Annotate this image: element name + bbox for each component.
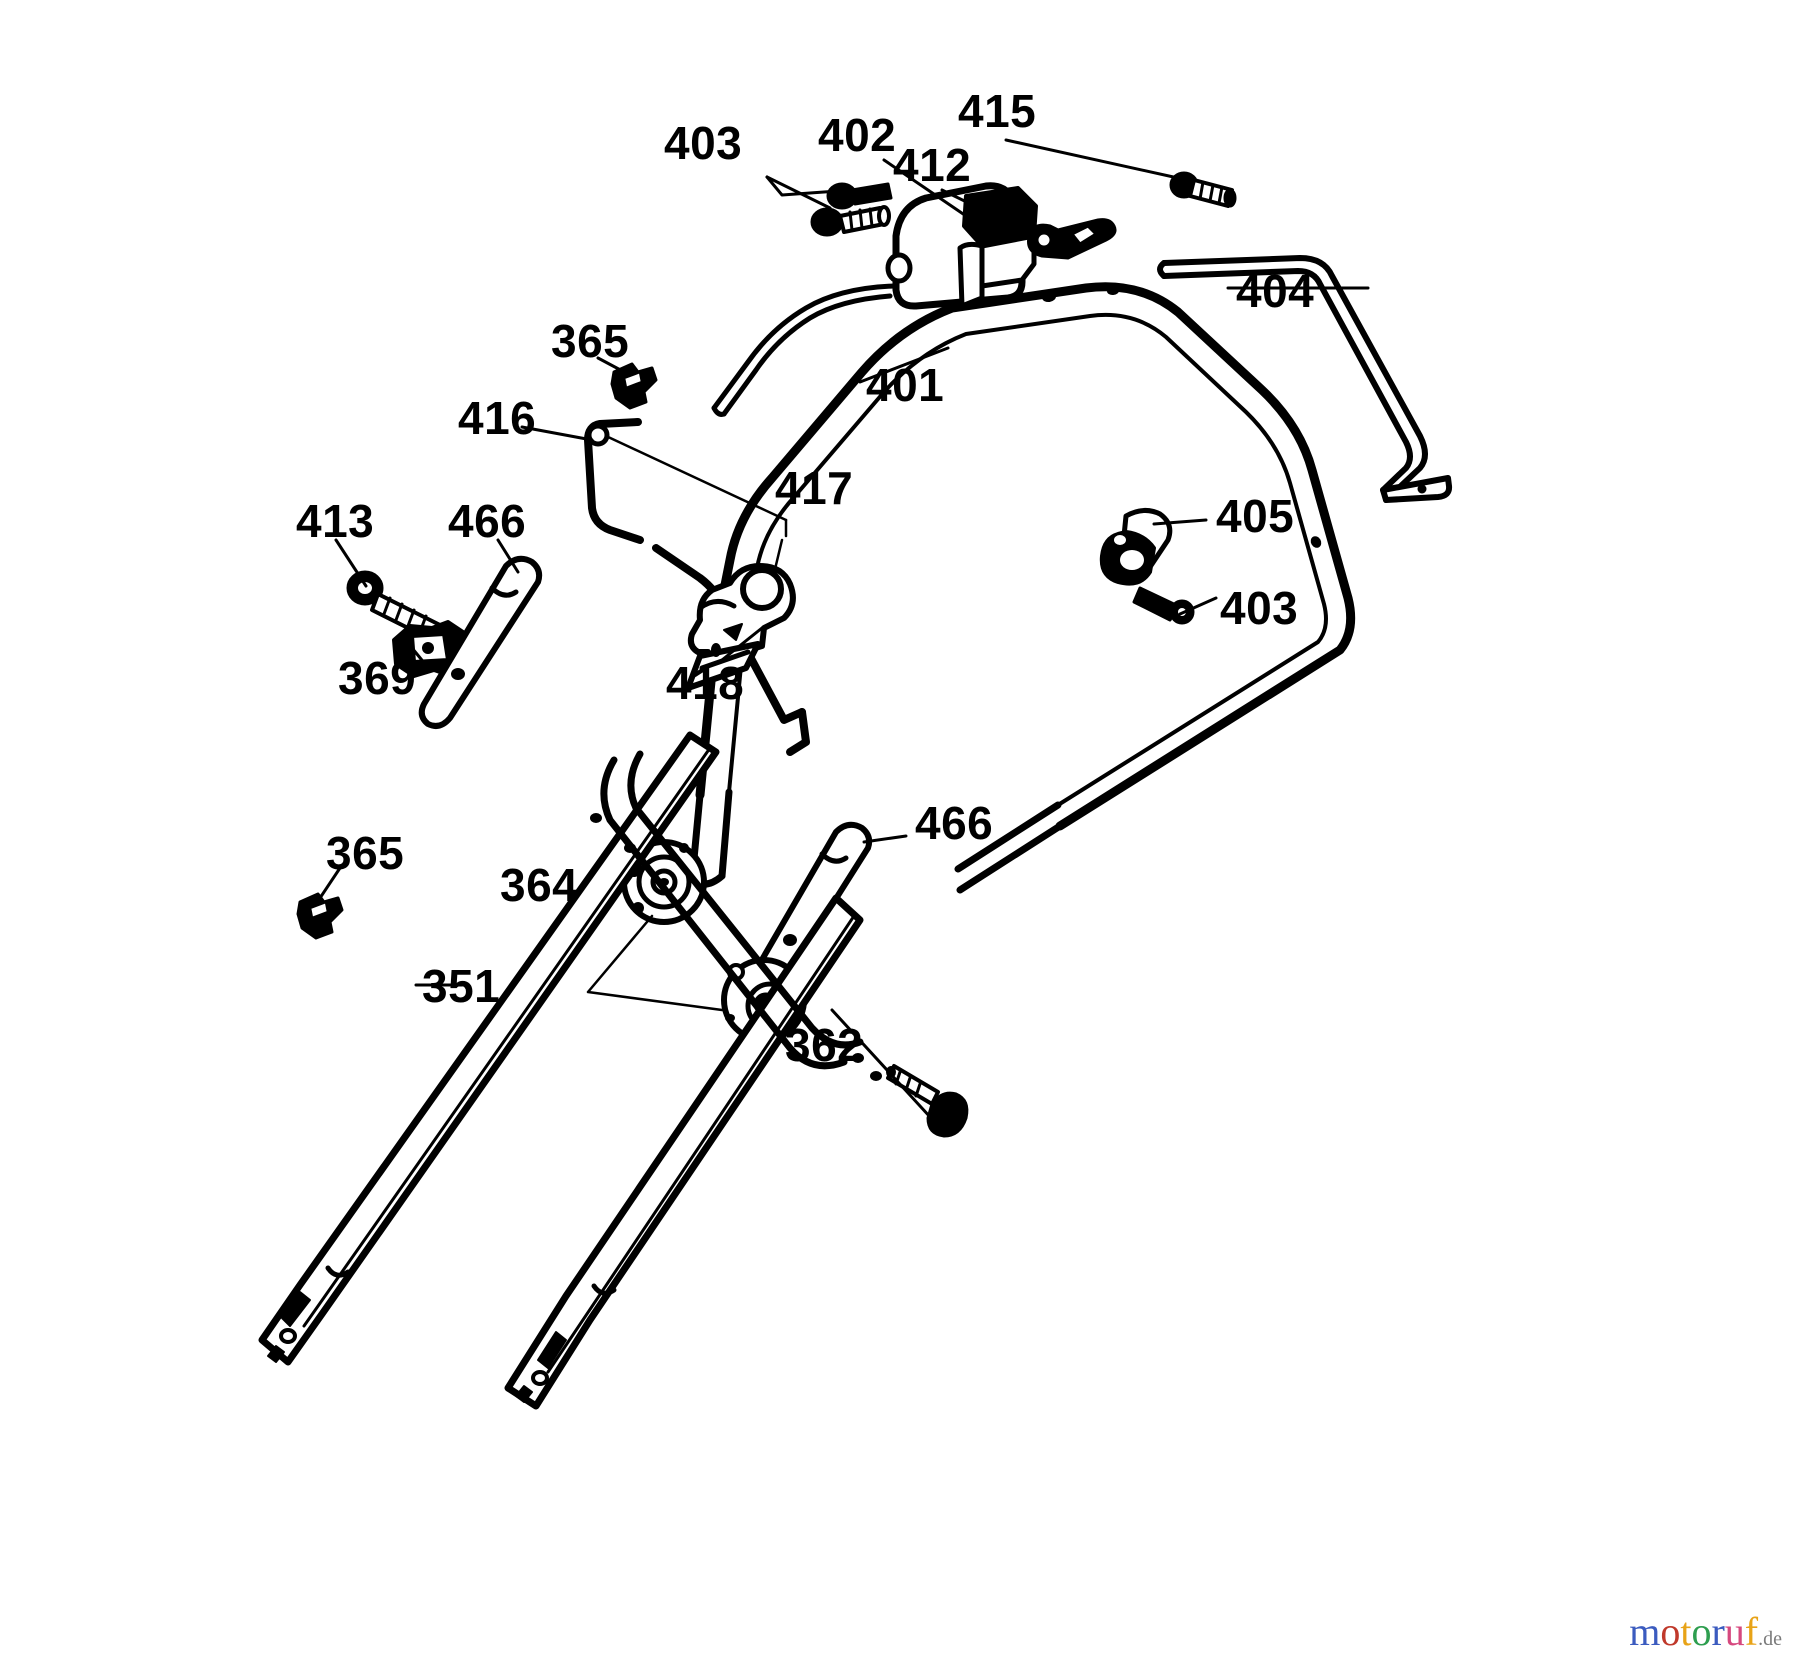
leader-401 [858,346,950,384]
watermark-letter: o [1691,1609,1712,1654]
watermark-letter: t [1680,1609,1692,1654]
callout-413: 413 [296,495,375,547]
watermark-letter: f [1744,1609,1759,1654]
part-401-inner-edge [727,312,1328,807]
cable-routing-curve [600,750,864,1070]
part-401-upper-handle-frame [695,282,1356,831]
part-405-end-cap [1099,508,1173,586]
leader-415 [1004,138,1180,180]
callout-362: 362 [785,1019,864,1071]
part-365-clip-left [296,892,344,940]
watermark-letter: m [1629,1609,1661,1654]
leader-lines [318,138,1370,1132]
callout-416: 416 [458,392,537,444]
leader-412 [940,188,1030,234]
callout-365-top: 365 [551,315,630,367]
callout-402: 402 [818,109,897,161]
part-416-hole [586,423,610,447]
callout-351: 351 [422,960,501,1012]
part-404-end-hole [1417,484,1427,494]
callout-417: 417 [775,462,854,514]
callout-466-left: 466 [448,495,527,547]
callout-403-right: 403 [1220,582,1299,634]
watermark-suffix: .de [1758,1628,1782,1650]
callout-412: 412 [893,139,972,191]
part-402-cable [711,283,897,417]
frame-sleeve-ring [697,599,737,657]
leader-403-right [1178,596,1218,616]
watermark-letter: o [1660,1609,1681,1654]
leader-405 [1152,518,1208,526]
part-412-lever-link [1027,218,1117,260]
leader-466-right [862,834,908,844]
watermark-letter: u [1724,1609,1745,1654]
callout-404: 404 [1236,265,1315,317]
callout-364: 364 [500,859,579,911]
callout-369: 369 [338,652,417,704]
leader-365-left [318,866,342,900]
callout-415: 415 [958,85,1037,137]
watermark-letter: r [1711,1609,1725,1654]
leader-413 [334,538,368,588]
part-401-sleeve-right [954,801,1064,894]
leader-362 [830,1008,944,1132]
part-404-bent-rod [1157,255,1453,503]
leader-466-left [496,538,520,574]
part-401-rivet-holes [1042,286,1322,548]
part-418-cable-guide-clamp [685,563,796,691]
leader-402 [882,158,974,222]
part-403-screw-a [810,205,891,237]
callout-418: 418 [666,657,745,709]
leader-369 [410,646,432,672]
callout-466-right: 466 [915,797,994,849]
leader-418 [720,626,764,662]
callout-365-left: 365 [326,827,405,879]
leader-364 [586,914,724,1012]
part-351-lower-bar-left [258,731,720,1366]
part-402-switch-box [885,182,1038,310]
leader-403-top [765,175,854,210]
motoruf-watermark: motoruf.de [1629,1612,1782,1652]
cable-rivets [590,813,882,1081]
part-365-clip-top [610,362,658,410]
callout-403-top: 403 [664,117,743,169]
part-466-grip-left [418,555,543,729]
callout-405: 405 [1216,490,1295,542]
callout-401: 401 [866,359,945,411]
leader-416 [520,425,594,442]
leader-365-top [596,356,630,376]
